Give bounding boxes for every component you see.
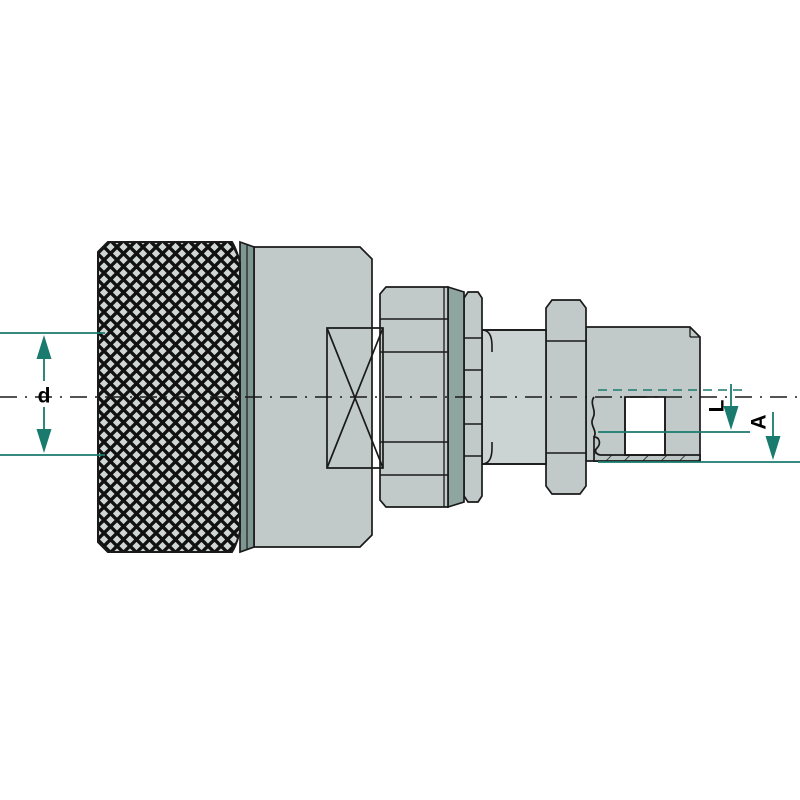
dimension-label-A: A: [748, 414, 771, 429]
dimension-L: L: [598, 384, 750, 433]
dimension-d: d: [0, 332, 105, 456]
dimension-label-d: d: [38, 385, 51, 408]
dimension-A: A: [598, 412, 800, 463]
dimension-label-L: L: [706, 399, 729, 412]
part-geometry: [97, 240, 701, 554]
